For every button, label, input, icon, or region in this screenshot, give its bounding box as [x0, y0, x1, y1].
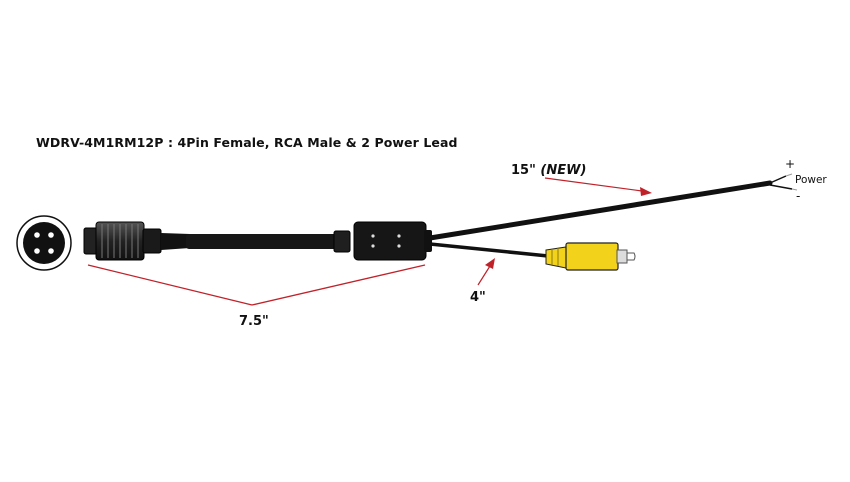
main-length-label: 7.5"	[239, 314, 269, 329]
aviation-connector-icon	[83, 221, 190, 261]
length-15-arrow	[544, 177, 652, 196]
new-note: (NEW)	[540, 163, 587, 178]
rca-cable	[429, 242, 549, 258]
4-pin-connector-face-icon	[16, 215, 72, 271]
negative-terminal: -	[796, 189, 801, 203]
power-lead-icon	[427, 173, 798, 241]
diagram-title: WDRV-4M1RM12P : 4Pin Female, RCA Male & …	[36, 135, 458, 150]
positive-terminal: +	[785, 157, 796, 171]
length-4-arrow	[477, 258, 495, 286]
rca-length-label: 4"	[470, 290, 486, 305]
rca-plug-icon	[545, 242, 636, 271]
main-cable	[186, 234, 338, 249]
power-label: Power	[795, 174, 827, 186]
power-length-label: 15" (NEW)	[511, 163, 587, 178]
length-7-5-bracket	[87, 264, 426, 306]
splitter-box-icon	[353, 221, 432, 261]
